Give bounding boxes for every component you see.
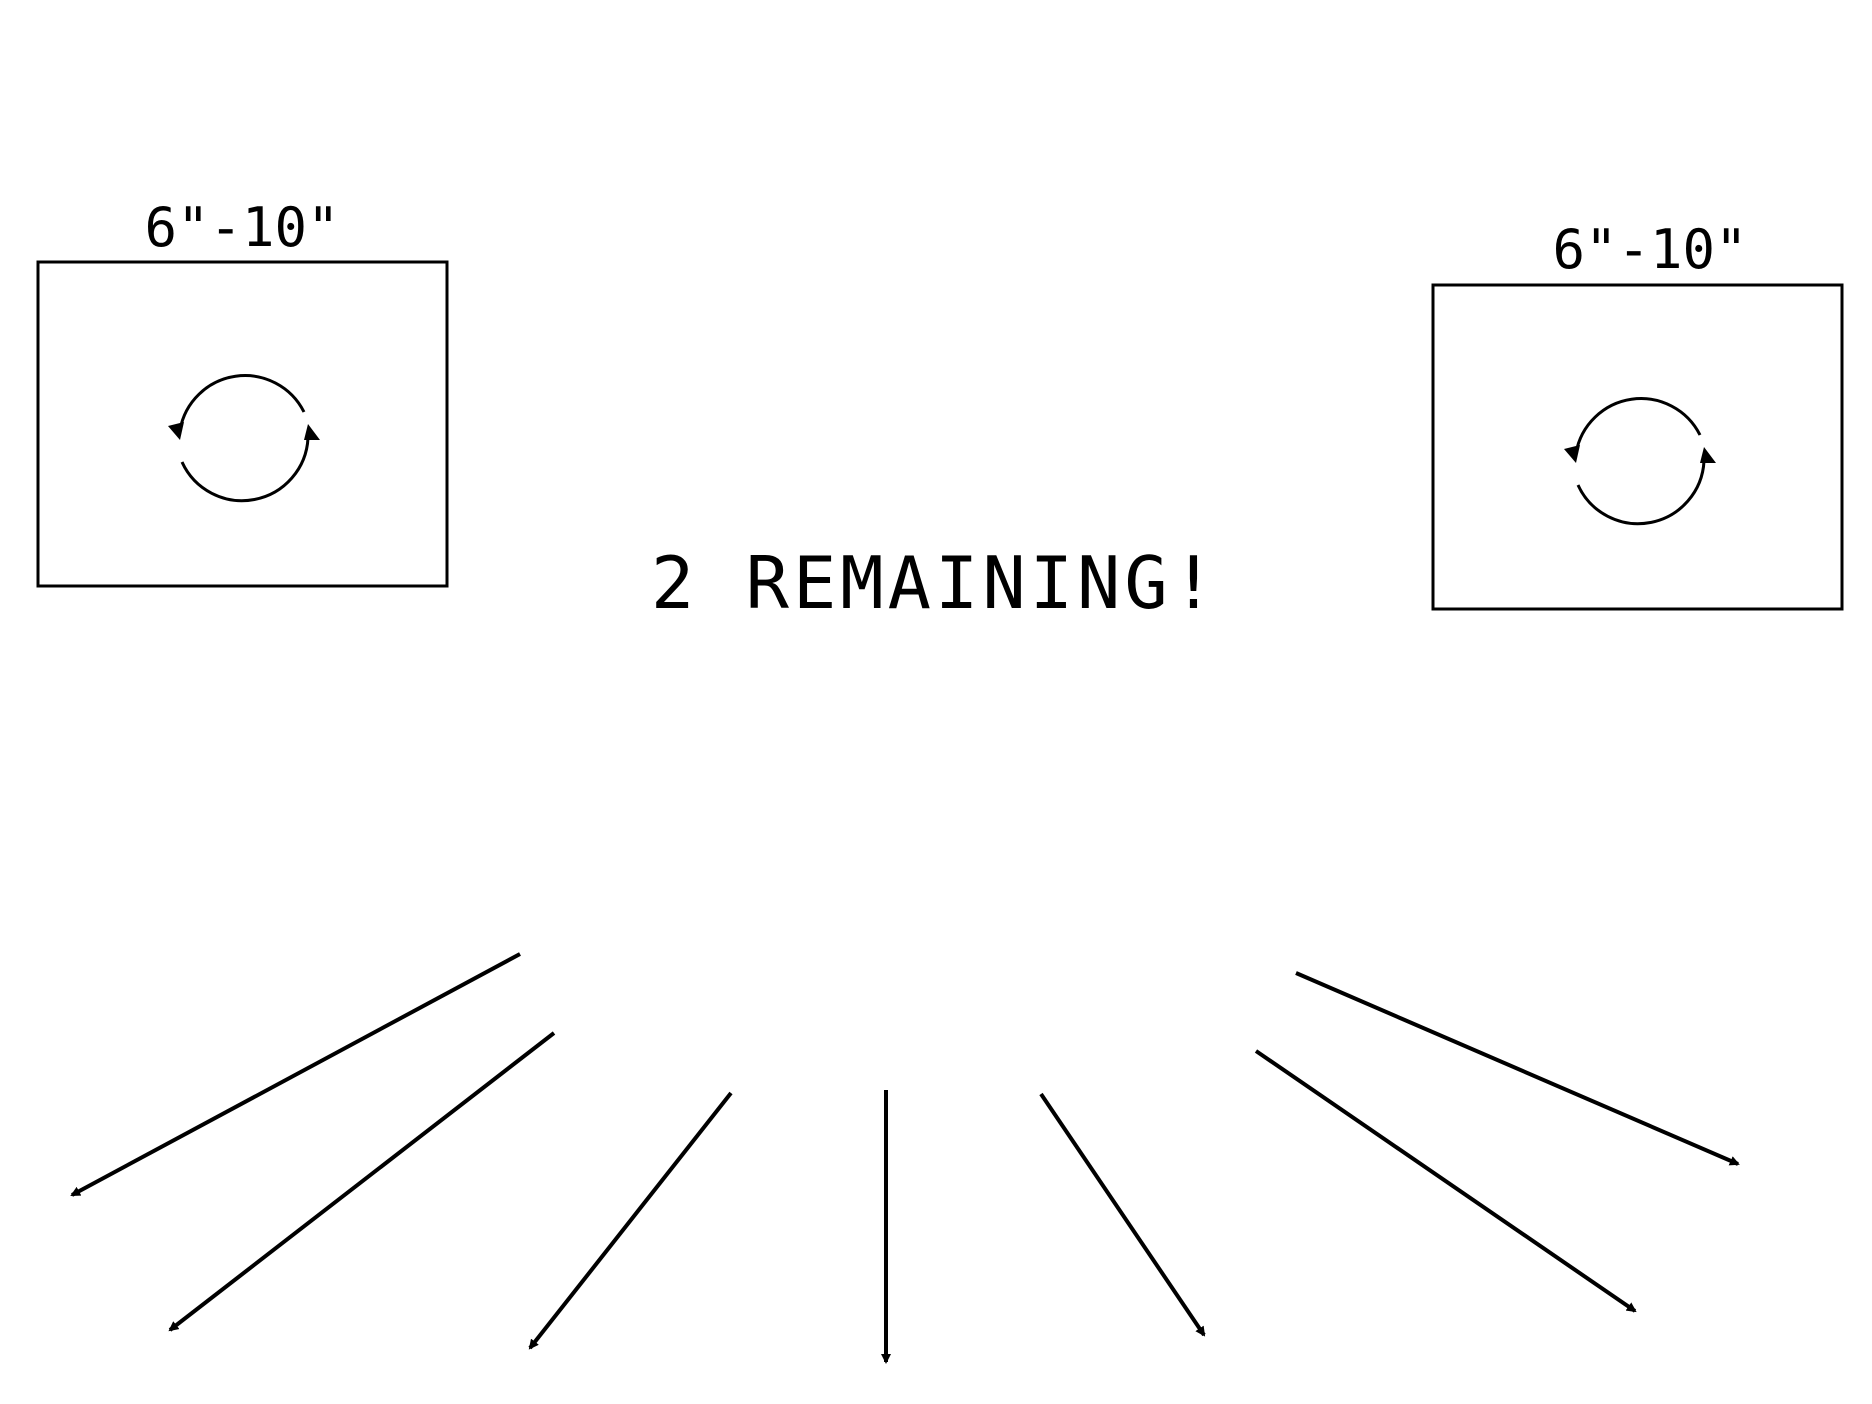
right-box [1431,283,1844,611]
arrow-down-right-icon [1254,1049,1637,1313]
rotate-arrows-icon [168,374,320,503]
arrows-group [70,952,1740,1364]
arrow-down-left-icon [528,1091,733,1350]
arrow-down-right-icon [1295,971,1740,1166]
left-box [36,260,449,588]
arrow-down-right-icon [1039,1092,1206,1337]
right-box-group: 6"-10" [1431,218,1844,611]
arrow-down-left-icon [70,952,521,1197]
left-box-group: 6"-10" [36,196,449,588]
rotate-arrows-icon [1564,397,1716,526]
right-box-label: 6"-10" [1552,218,1747,281]
left-box-label: 6"-10" [144,196,339,259]
remaining-count-text: 2 REMAINING! [651,541,1219,625]
arrow-down-left-icon [168,1031,556,1332]
